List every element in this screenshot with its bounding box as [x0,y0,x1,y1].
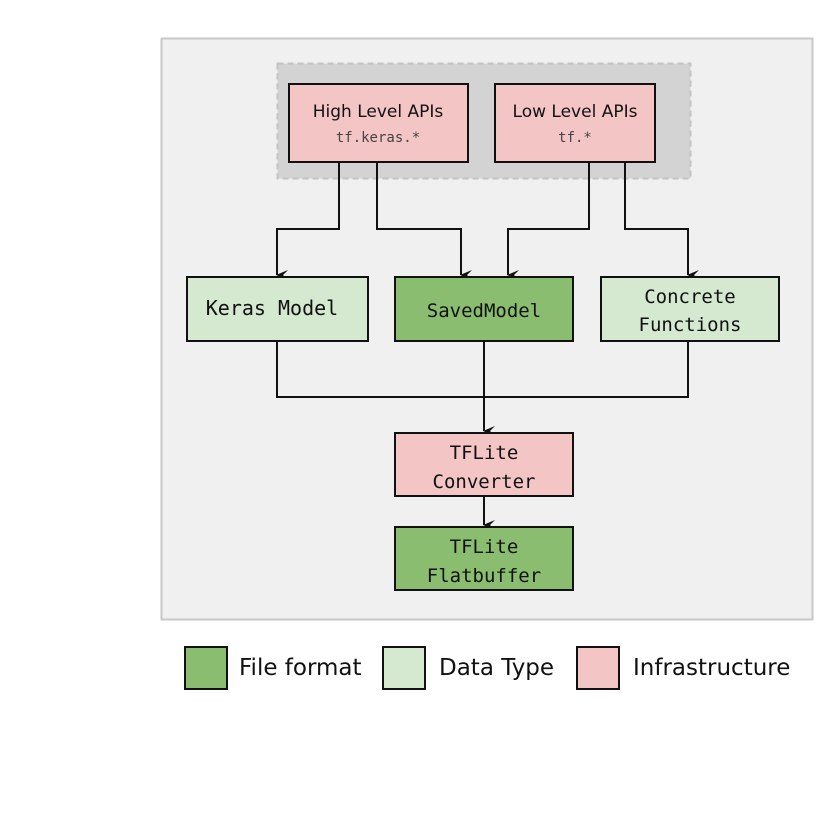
edge-high-to-keras [276,162,340,280]
converter-line1: TFLite [450,442,519,464]
legend-label-infrastructure: Infrastructure [633,655,790,681]
legend-swatch-infrastructure [576,646,620,690]
node-tflite-converter [394,432,574,497]
legend-label-data-type: Data Type [439,655,554,681]
edge-high-to-savedmodel [376,162,472,280]
legend-label-file-format: File format [239,655,362,681]
legend-swatch-data-type [382,646,426,690]
edge-low-to-concrete [624,162,699,280]
edge-keras-concrete-join [276,341,689,398]
flatbuffer-line2: Flatbuffer [427,565,541,587]
node-low-level-apis [494,83,656,163]
legend-swatch-file-format [184,646,228,690]
legend: File format Data Type Infrastructure [184,646,790,690]
flatbuffer-line1: TFLite [450,536,519,558]
low-level-title: Low Level APIs [513,102,638,122]
node-keras-model [186,276,369,342]
keras-model-label: Keras Model [206,296,338,320]
concrete-line2: Functions [639,314,742,336]
node-high-level-apis [288,83,469,163]
low-level-code: tf.* [558,130,592,146]
savedmodel-label: SavedModel [427,300,541,322]
concrete-line1: Concrete [644,286,736,308]
node-savedmodel [394,276,574,342]
converter-line2: Converter [433,471,536,493]
node-concrete-functions [600,276,780,342]
high-level-code: tf.keras.* [336,130,420,146]
high-level-title: High Level APIs [313,102,444,122]
node-tflite-flatbuffer [394,526,574,591]
edge-low-to-savedmodel [507,162,590,280]
